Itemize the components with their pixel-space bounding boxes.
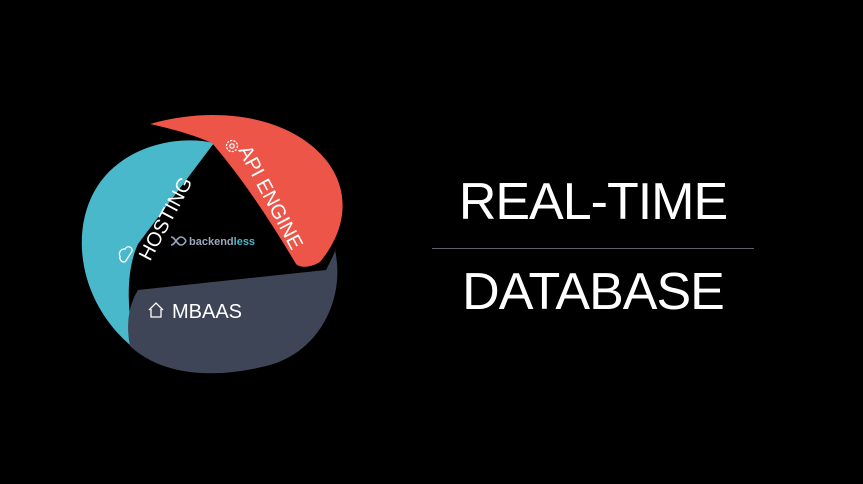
brand-prefix: backend (189, 236, 234, 248)
mbaas-segment (128, 248, 338, 374)
backendless-wordmark: backendless (189, 236, 255, 248)
headline-divider (432, 248, 754, 249)
gear-icon (225, 139, 239, 153)
backendless-brand-icon (170, 236, 187, 246)
headline-line-2: DATABASE (462, 263, 725, 321)
api-engine-segment (150, 115, 343, 267)
headline-line-1: REAL-TIME (458, 173, 728, 231)
home-icon (148, 302, 164, 318)
mbaas-label: MBAAS (172, 301, 242, 323)
cloud-icon (118, 246, 133, 263)
hosting-segment (81, 140, 215, 350)
brand-suffix: less (234, 236, 255, 248)
